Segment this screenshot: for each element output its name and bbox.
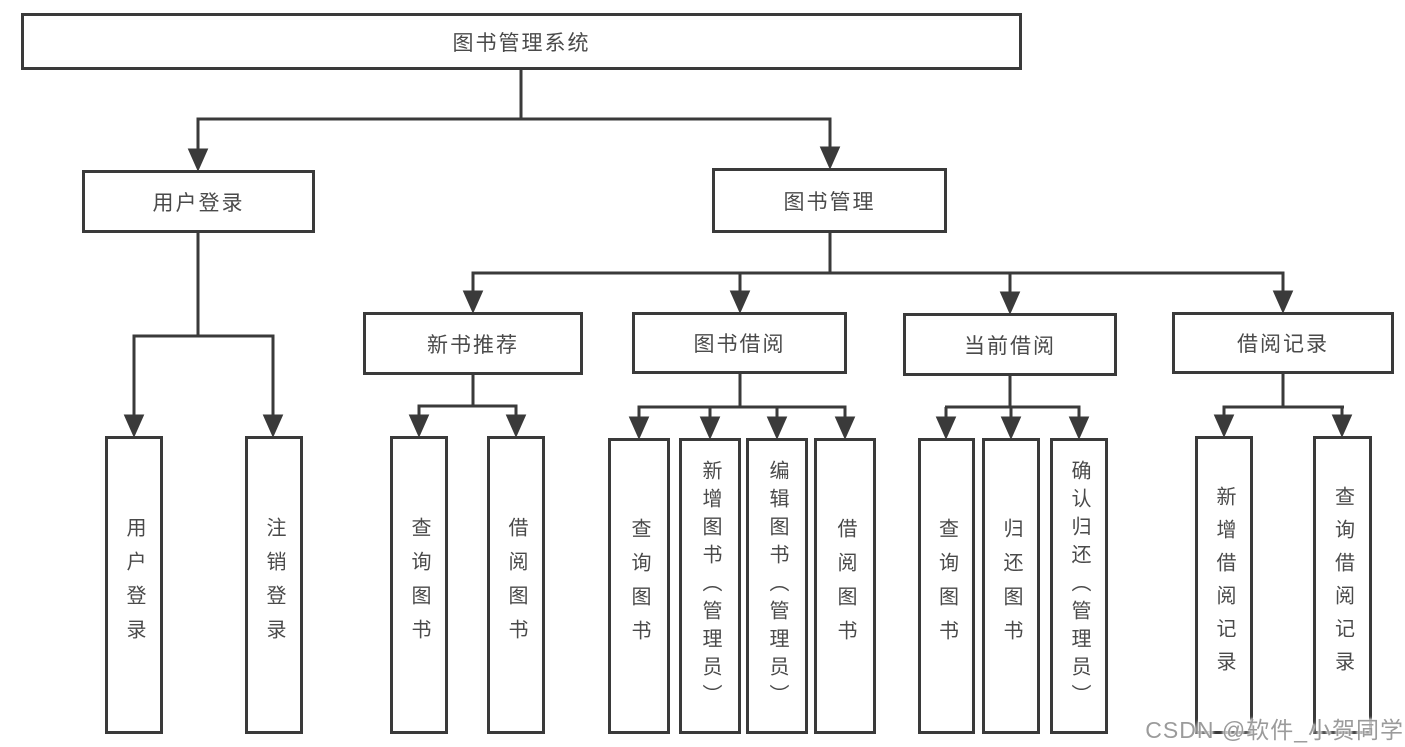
leaf-add-book-admin: 新增图书（管理员） <box>679 438 741 734</box>
watermark: CSDN @软件_小贺同学 <box>1145 717 1404 743</box>
node-book-management: 图书管理 <box>712 168 947 233</box>
leaf-query-books-recommend: 查询图书 <box>390 436 448 734</box>
leaf-query-books-borrowing: 查询图书 <box>608 438 670 734</box>
node-new-book-recommend: 新书推荐 <box>363 312 583 375</box>
leaf-logout: 注销登录 <box>245 436 303 734</box>
leaf-borrow-books-recommend: 借阅图书 <box>487 436 545 734</box>
node-user-login: 用户登录 <box>82 170 315 233</box>
leaf-borrow-books-borrowing: 借阅图书 <box>814 438 876 734</box>
leaf-edit-book-admin: 编辑图书（管理员） <box>746 438 808 734</box>
leaf-return-books: 归还图书 <box>982 438 1040 734</box>
node-library-system: 图书管理系统 <box>21 13 1022 70</box>
node-book-borrowing: 图书借阅 <box>632 312 847 374</box>
leaf-confirm-return-admin: 确认归还（管理员） <box>1050 438 1108 734</box>
leaf-query-borrow-record: 查询借阅记录 <box>1313 436 1372 734</box>
node-borrowing-records: 借阅记录 <box>1172 312 1394 374</box>
leaf-add-borrow-record: 新增借阅记录 <box>1195 436 1253 734</box>
leaf-user-login: 用户登录 <box>105 436 163 734</box>
leaf-query-books-current: 查询图书 <box>918 438 975 734</box>
node-current-borrowing: 当前借阅 <box>903 313 1117 376</box>
